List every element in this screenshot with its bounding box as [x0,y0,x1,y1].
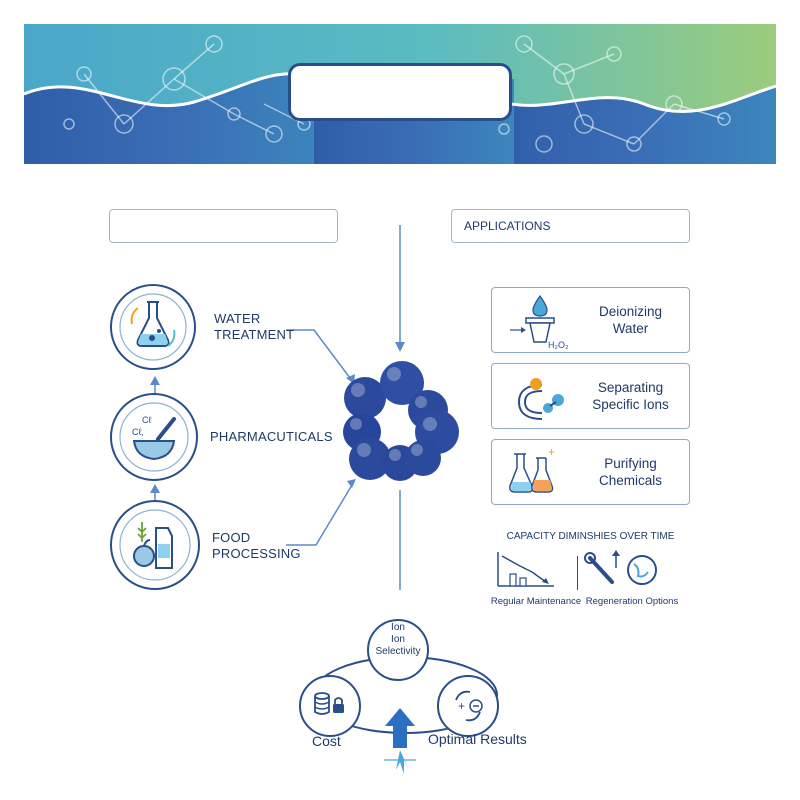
pharmaceuticals-circle: Cℓ Cℓ, [110,393,198,481]
food-processing-circle [110,500,200,590]
bottom-cycle-diagram: + [299,619,499,774]
flask-cycle-icon [119,293,187,361]
optimal-results-label: Optimal Results [428,731,527,747]
left-section-header [109,209,338,243]
application-label-deionizing: Deionizing Water [598,304,663,336]
center-line-3: Selectivity [375,646,421,657]
water-treatment-circle [110,284,196,370]
regular-maintenance-label: Regular Maintenance [490,596,582,607]
header-banner [24,24,776,164]
mortar-pestle-icon: Cℓ Cℓ, [119,402,189,472]
application-separating-ions: Separating Specific Ions [491,363,690,429]
formula-label: H₂O₂ [548,340,569,350]
svg-text:+: + [458,699,465,713]
application-purifying-chemicals: + Purifying Chemicals [491,439,690,505]
food-icon [119,509,191,581]
flasks-icon: + [509,445,555,493]
declining-chart-icon [497,552,554,587]
upward-arrow-icon [384,708,416,774]
application-label-separating: Separating Specific Ions [592,380,669,412]
banner-title-box [288,63,512,121]
applications-header-label: APPLICATIONS [464,219,551,233]
capacity-heading: CAPACITY DIMINSHIES OVER TIME [506,531,675,542]
plus-minus-cycle-icon: + [455,690,483,722]
wrench-gear-icon [584,550,657,585]
svg-text:Cℓ: Cℓ [142,415,152,425]
use-label-water-treatment: WATER TREATMENT [214,311,295,342]
application-deionizing-water: H₂O₂ Deionizing Water [491,287,690,353]
resin-bead-cluster [343,361,459,481]
magnet-icon [517,378,564,420]
ion-selectivity-label: Ion Ion Selectivity [368,622,428,658]
applications-header: APPLICATIONS [451,209,690,243]
svg-text:Cℓ,: Cℓ, [132,427,144,437]
center-line-2: Ion [391,634,405,645]
svg-text:+: + [548,445,555,459]
cost-label: Cost [312,733,341,749]
center-line-1: Ion [391,622,405,633]
regeneration-options-label: Regeneration Options [585,596,679,607]
capacity-divider [577,556,578,590]
database-lock-icon [314,692,344,715]
application-label-purifying: Purifying Chemicals [598,456,663,488]
use-label-pharmaceuticals: PHARMACUTICALS [210,429,333,444]
use-label-food-processing: FOOD PROCESSING [212,530,301,561]
filter-drop-icon: H₂O₂ [510,294,569,350]
